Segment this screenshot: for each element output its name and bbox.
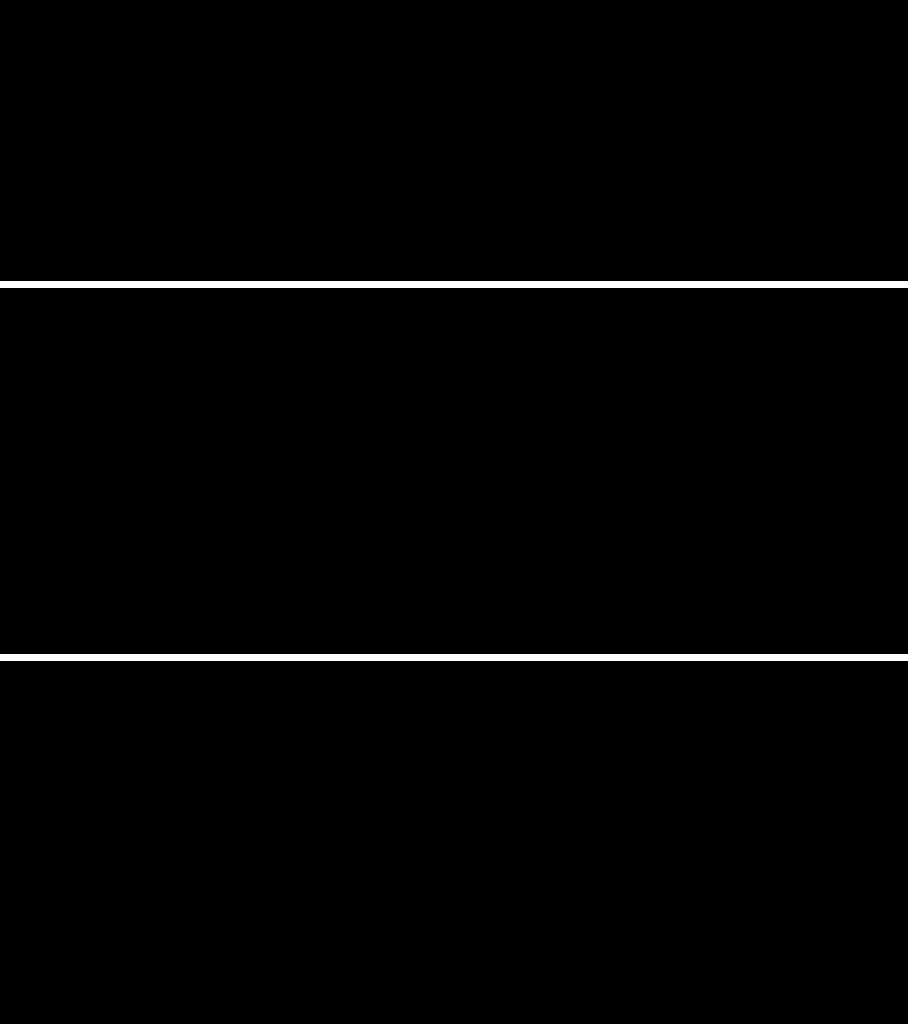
jack-js1[interactable] xyxy=(611,758,685,793)
junction-dots xyxy=(90,49,685,241)
middle-panel-schematic[interactable] xyxy=(18,328,900,626)
output-led-block[interactable] xyxy=(326,532,546,781)
ic-u11[interactable] xyxy=(676,328,740,371)
led-chain[interactable] xyxy=(486,506,546,623)
panel-middle xyxy=(0,288,908,654)
regulator-section[interactable] xyxy=(593,328,900,584)
regulator-u1[interactable] xyxy=(70,813,423,977)
ic-u1-body xyxy=(205,860,300,937)
bottom-panel-schematic[interactable] xyxy=(70,532,813,992)
jack-js2[interactable] xyxy=(603,688,675,723)
panel-top xyxy=(0,0,908,281)
terminal-jt1[interactable] xyxy=(52,118,97,172)
rail-section[interactable] xyxy=(18,503,486,626)
regulator-u2[interactable] xyxy=(458,813,813,992)
ic-u12[interactable] xyxy=(676,541,740,584)
input-filter[interactable] xyxy=(145,665,276,780)
junction-dots xyxy=(643,337,828,576)
ic-u2-body xyxy=(585,860,677,953)
top-panel-schematic[interactable] xyxy=(52,35,737,257)
panel-bottom xyxy=(0,661,908,1024)
